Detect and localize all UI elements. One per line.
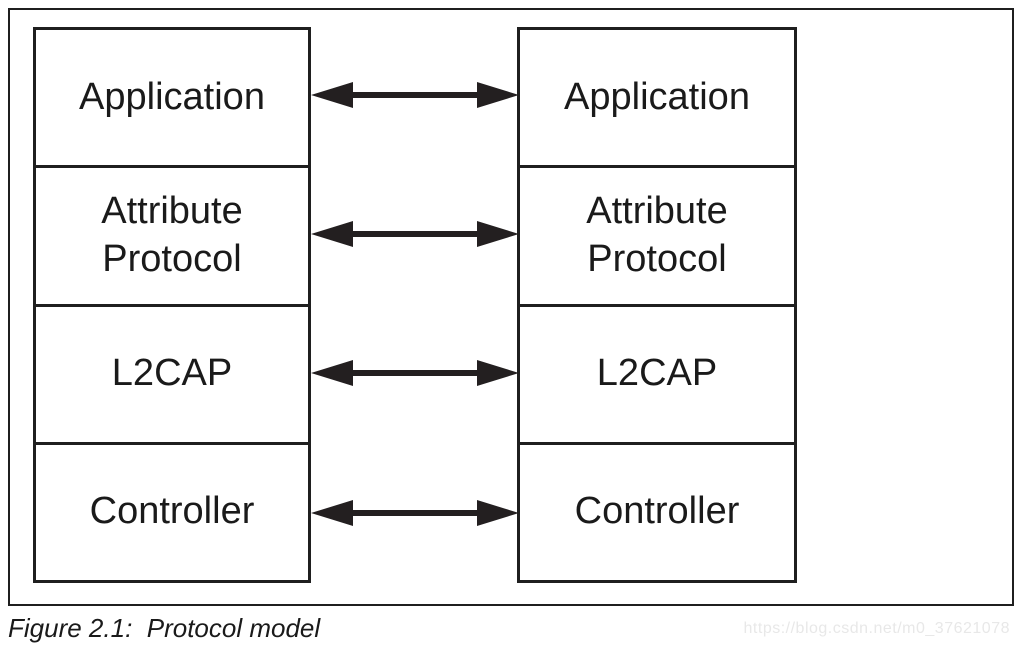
layer-l2cap: L2CAP — [36, 307, 308, 445]
double-arrow-icon — [311, 500, 519, 526]
layer-application: Application — [36, 30, 308, 169]
layer-application: Application — [520, 30, 794, 169]
double-arrow-icon — [311, 360, 519, 386]
double-arrow-application — [311, 81, 519, 109]
layer-controller: Controller — [89, 490, 255, 533]
layer-l2cap: L2CAP — [520, 307, 794, 445]
protocol-stack-right: Application Attribute Protocol L2CAP Con… — [517, 27, 797, 583]
layer-controller: Controller — [574, 490, 740, 533]
layer-attribute-protocol: Attribute Protocol — [36, 168, 308, 307]
double-arrow-controller — [311, 499, 519, 527]
double-arrow-icon — [311, 221, 519, 247]
double-arrow-icon — [311, 82, 519, 108]
watermark-url: https://blog.csdn.net/m0_37621078 — [743, 620, 1010, 637]
protocol-stack-left: Application Attribute Protocol L2CAP Con… — [33, 27, 311, 583]
double-arrow-attribute-protocol — [311, 220, 519, 248]
double-arrow-l2cap — [311, 359, 519, 387]
figure-caption: Figure 2.1: Protocol model — [8, 613, 321, 643]
layer-attribute-protocol: Attribute Protocol — [520, 168, 794, 307]
